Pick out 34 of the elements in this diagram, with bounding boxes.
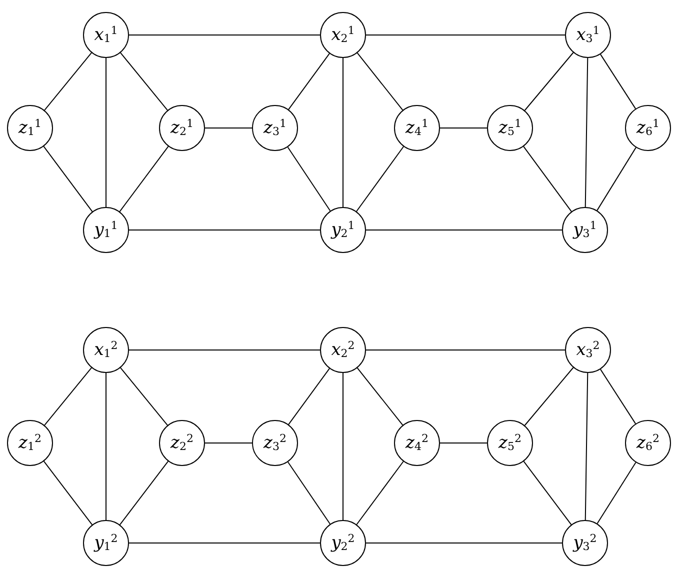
edge-line [596,462,636,524]
edge-line [204,442,252,444]
edge-line [523,146,572,212]
edge-line [288,368,330,425]
edge-line [600,368,636,424]
edge-line [43,460,93,526]
edge-line [356,146,404,212]
edge-line [342,372,344,520]
edge-line [524,367,574,426]
edge-line [287,462,331,524]
edge-line [524,52,574,111]
edge-line [440,442,488,444]
edge-line [366,542,562,544]
edge-line [584,372,588,520]
edge-line [356,461,404,525]
edge-line [584,58,588,208]
edge-line [366,34,566,36]
edge-line [43,146,93,212]
edge-line [128,542,320,544]
edge-line [342,58,344,208]
edge-line [356,52,404,110]
edge-line [287,146,331,212]
edge-line [120,367,168,426]
edge-line [119,460,169,526]
edge-line [128,34,320,36]
edge-line [120,52,168,111]
edge-line [288,53,330,110]
edge-line [596,147,636,211]
edge-line [600,54,636,110]
edge-line [356,368,404,426]
edge-line [523,460,572,526]
edge-line [119,146,169,212]
edge-line [44,52,92,111]
edge-line [44,367,92,426]
